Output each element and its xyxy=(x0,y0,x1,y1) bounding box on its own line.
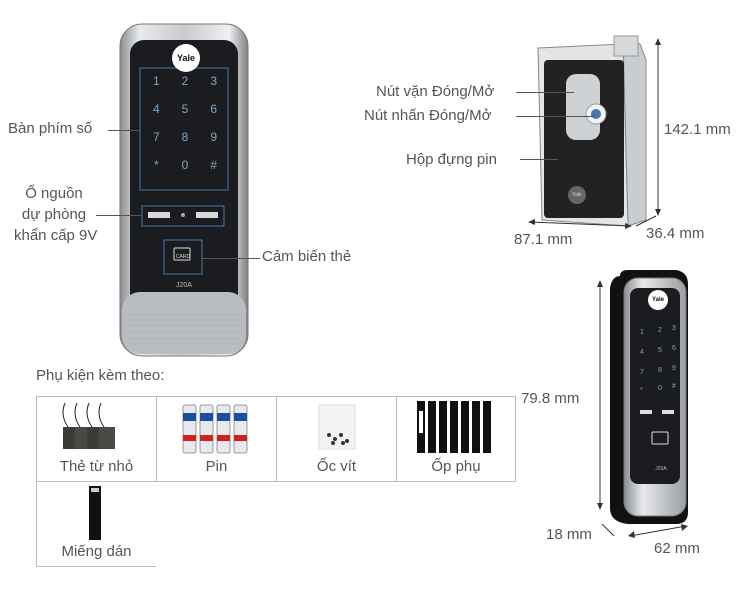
accessory-label-screws: Ốc vít xyxy=(316,458,357,475)
key-hash: # xyxy=(210,158,217,172)
key-2: 2 xyxy=(181,74,189,88)
accessory-label-key-tags: Thẻ từ nhỏ xyxy=(59,458,134,475)
backup-power-line-2: dự phòng xyxy=(21,206,87,223)
key-5: 5 xyxy=(181,102,189,116)
screws-icon xyxy=(318,404,356,450)
key-7: 7 xyxy=(152,130,160,144)
key-0: 0 xyxy=(181,158,189,172)
svg-text:*: * xyxy=(640,387,643,394)
backup-power-callout-line xyxy=(96,215,142,216)
accessory-label-adhesive: Miếng dán xyxy=(61,543,132,560)
key-9: 9 xyxy=(210,130,217,144)
svg-text:3: 3 xyxy=(672,325,676,332)
battery-icon xyxy=(182,404,248,454)
svg-text:6: 6 xyxy=(672,345,676,352)
cover-plate-icon xyxy=(417,401,491,453)
svg-text:1: 1 xyxy=(640,329,644,336)
backup-power-callout: Ổ nguồn dự phòng khẩn cấp 9V xyxy=(14,183,98,246)
back-yale-logo: Yale xyxy=(568,186,586,204)
battery-box-callout: Hộp đựng pin xyxy=(406,151,497,168)
key-star: * xyxy=(153,158,159,172)
key-3: 3 xyxy=(210,74,217,88)
svg-text:4: 4 xyxy=(640,349,644,356)
svg-text:5: 5 xyxy=(658,347,662,354)
accessory-label-cover-plates: Ốp phụ xyxy=(431,458,481,475)
battery-box-callout-line xyxy=(520,159,558,160)
key-4: 4 xyxy=(152,102,160,116)
back-depth-label: 36.4 mm xyxy=(646,225,705,242)
knob-callout-line xyxy=(516,92,574,93)
adhesive-pad-icon xyxy=(89,486,101,540)
front-depth-label: 18 mm xyxy=(546,526,592,543)
svg-text:8: 8 xyxy=(658,367,662,374)
accessory-batteries: Pin xyxy=(156,396,277,482)
card-sensor-callout: Cảm biến thẻ xyxy=(262,248,352,265)
accessory-cover-plates: Ốp phụ xyxy=(396,396,516,482)
card-sensor-callout-line xyxy=(202,258,260,259)
main-lock-image: Yale 1 2 3 4 5 6 7 8 9 * 0 # CARD J20A xyxy=(118,22,250,358)
button-callout: Nút nhấn Đóng/Mở xyxy=(364,107,492,124)
key-6: 6 xyxy=(210,102,217,116)
accessories-heading: Phụ kiện kèm theo: xyxy=(36,367,165,384)
side-unit-image: 1 2 3 4 5 6 7 8 9 * 0 # Yale J20A xyxy=(606,268,694,528)
backup-power-line-3: khẩn cấp 9V xyxy=(14,227,98,244)
key-8: 8 xyxy=(181,130,189,144)
back-unit-image: Yale xyxy=(528,30,658,230)
keypad: 1 2 3 4 5 6 7 8 9 * 0 # xyxy=(142,74,228,186)
accessories-grid: Thẻ từ nhỏ Pin Ốc vít xyxy=(36,396,516,567)
keypad-callout: Bàn phím số xyxy=(8,120,93,137)
front-height-label: 79.8 mm xyxy=(521,390,580,407)
model-label: J20A xyxy=(176,282,192,289)
front-width-label: 62 mm xyxy=(654,540,700,557)
backup-power-line-1: Ổ nguồn xyxy=(25,185,83,202)
accessory-adhesive: Miếng dán xyxy=(36,481,157,567)
back-height-label: 142.1 mm xyxy=(664,121,731,138)
accessory-label-batteries: Pin xyxy=(205,458,228,475)
card-label: CARD xyxy=(175,254,191,260)
accessory-key-tags: Thẻ từ nhỏ xyxy=(36,396,157,482)
accessory-screws: Ốc vít xyxy=(276,396,397,482)
svg-text:7: 7 xyxy=(640,369,644,376)
side-model-label: J20A xyxy=(655,466,667,472)
svg-text:0: 0 xyxy=(658,385,662,392)
key-1: 1 xyxy=(152,74,160,88)
svg-text:#: # xyxy=(672,383,676,390)
key-tag-icon xyxy=(62,402,115,449)
yale-logo: Yale xyxy=(172,44,200,72)
svg-text:2: 2 xyxy=(658,327,662,334)
back-width-label: 87.1 mm xyxy=(514,231,573,248)
svg-text:9: 9 xyxy=(672,365,676,372)
knob-callout: Nút vặn Đóng/Mở xyxy=(376,83,495,100)
accessory-empty-cell xyxy=(156,481,277,567)
side-yale-logo: Yale xyxy=(648,290,668,310)
button-callout-line xyxy=(516,116,594,117)
keypad-callout-line xyxy=(108,130,140,131)
